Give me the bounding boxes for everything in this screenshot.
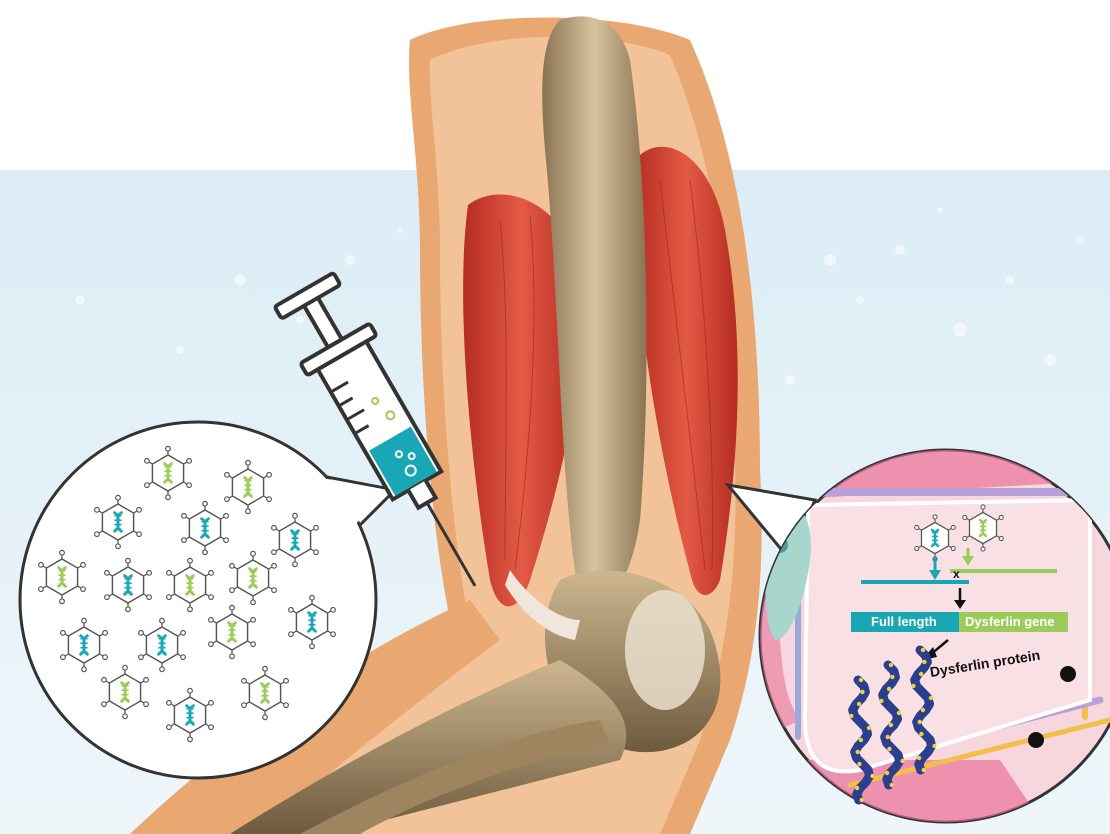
kneecap <box>625 590 705 710</box>
dysferlin-gene-label: Dysferlin gene <box>959 612 1068 632</box>
nucleus-dot <box>1028 732 1044 748</box>
green-dna-fragment <box>950 569 1057 573</box>
full-length-label: Full length <box>851 612 959 632</box>
recombination-mark: x <box>953 567 960 581</box>
nucleus-dot <box>1060 666 1076 682</box>
